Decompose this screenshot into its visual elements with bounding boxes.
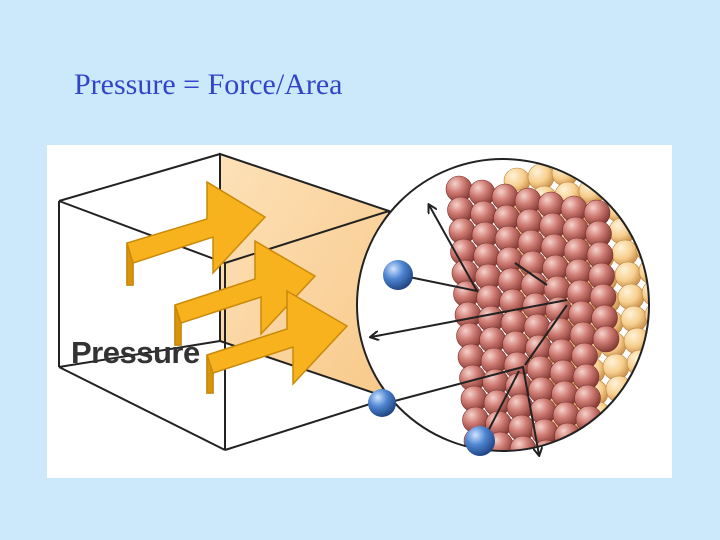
wall-particle-icon [555,443,583,451]
pressure-illustration [58,152,672,478]
magnified-surface [356,158,672,474]
gas-molecule-icon [383,260,413,290]
wall-particle-icon [669,298,672,324]
slide-title: Pressure = Force/Area [74,68,343,101]
wall-particle-icon [629,371,649,399]
wall-particle-icon [647,323,649,351]
wall-particle-icon [641,279,649,307]
wall-particle-icon [577,426,604,451]
wall-particle-icon [654,188,672,214]
wall-particle-icon [623,159,649,175]
wall-particle-icon [599,159,627,179]
wall-particle-icon [575,159,603,183]
wall-particle-icon [592,325,620,353]
wall-particle-icon [602,173,630,201]
wall-particle-icon [666,276,672,302]
wall-particle-icon [632,213,649,241]
wall-particle-icon [578,447,606,451]
force-arrow-icon [206,289,349,394]
wall-particle-icon [651,166,672,192]
wall-particle-icon [657,210,672,236]
pressure-figure: Pressure [47,145,672,478]
pressure-label: Pressure [71,335,200,370]
wall-particle-icon [660,232,672,258]
wall-particle-front-layer [445,175,620,451]
wall-particle-icon [657,390,672,416]
wall-particle-icon [632,393,649,421]
wall-particle-icon [651,346,672,372]
gas-molecule-icon [465,426,495,456]
wall-particle-icon [663,254,672,280]
wall-particle-icon [644,301,649,329]
wall-particle-icon [629,191,649,219]
force-arrow-icon [174,239,317,346]
force-arrow-icon [126,180,267,286]
wall-particle-icon [654,368,672,394]
wall-particle-icon [626,169,649,197]
gas-molecule-icon [368,389,396,417]
wall-particle-icon [635,235,649,263]
wall-particle-icon [647,159,649,171]
